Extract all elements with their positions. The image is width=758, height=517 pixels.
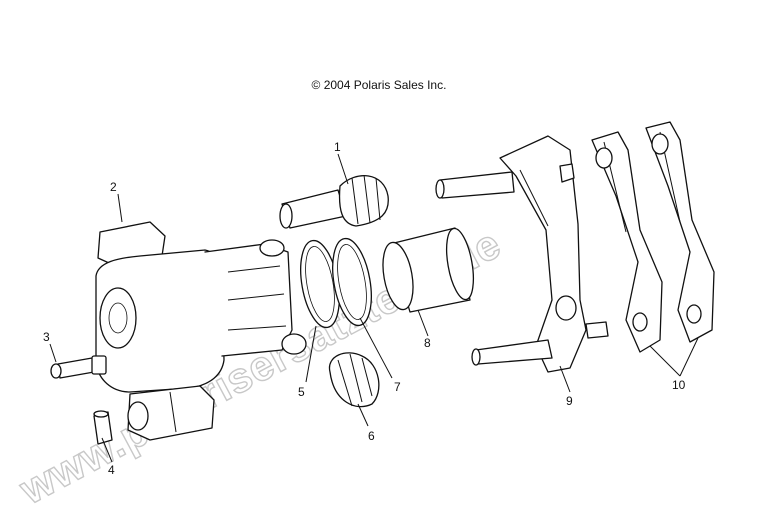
part-6-slide-boot [328, 352, 380, 408]
part-10-brake-pads [591, 121, 715, 353]
part-9-mounting-bracket [435, 135, 609, 373]
part-3-bleeder-screw [50, 355, 107, 379]
callout-labels: 1 2 3 4 5 6 7 8 9 10 [43, 140, 686, 477]
part-1-slide-pin-boot [279, 174, 389, 229]
callout-4: 4 [108, 463, 115, 477]
leader-lines [49, 153, 699, 463]
part-4-bushing [93, 410, 113, 445]
copyright-text: © 2004 Polaris Sales Inc. [311, 78, 447, 92]
callout-3: 3 [43, 330, 50, 344]
part-8-piston [382, 227, 475, 313]
part-5-seal-ring [300, 239, 340, 329]
callout-6: 6 [368, 429, 375, 443]
callout-1: 1 [334, 140, 341, 154]
callout-9: 9 [566, 394, 573, 408]
part-2-caliper-body [95, 221, 307, 441]
callout-2: 2 [110, 180, 117, 194]
callout-5: 5 [298, 385, 305, 399]
callout-7: 7 [394, 380, 401, 394]
callout-8: 8 [424, 336, 431, 350]
part-7-dust-seal [332, 237, 372, 327]
callout-10: 10 [672, 378, 686, 392]
